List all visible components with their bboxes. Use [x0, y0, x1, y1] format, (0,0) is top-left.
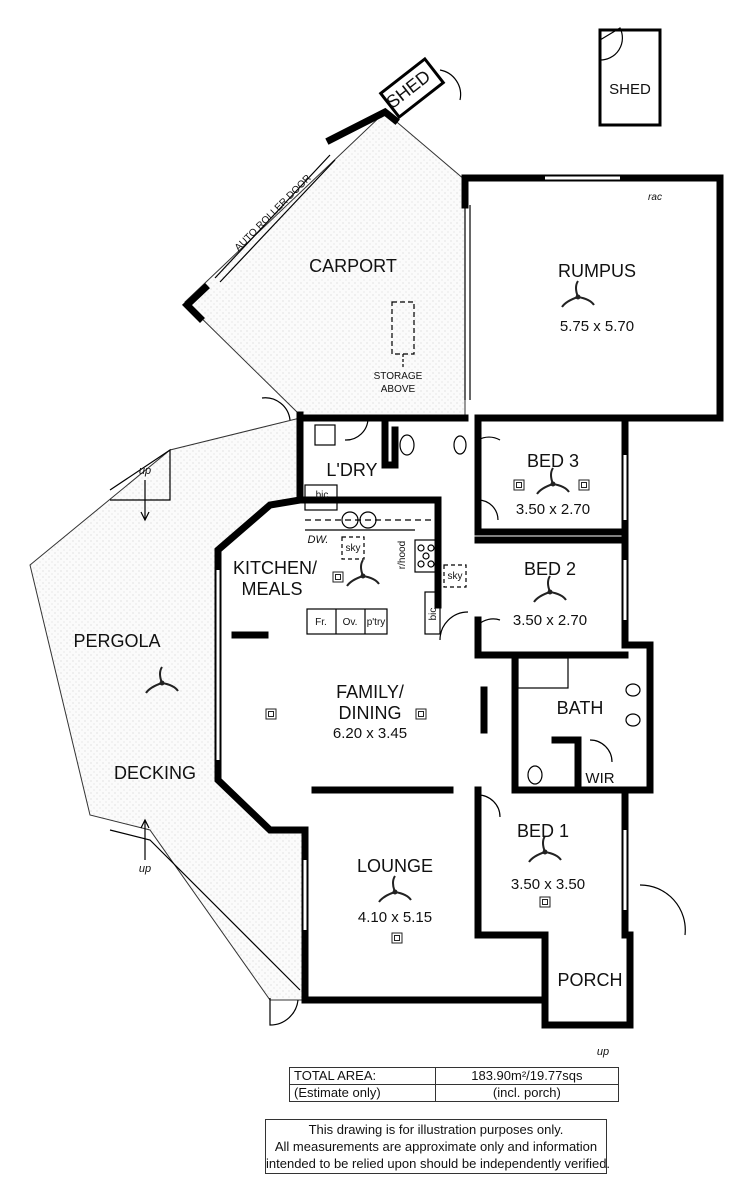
- ceiling-fan-icon: [561, 280, 595, 308]
- bed1-label: BED 1: [517, 821, 569, 841]
- lounge-label: LOUNGE: [357, 856, 433, 876]
- decking-label: DECKING: [114, 763, 196, 783]
- dishwasher-label: DW.: [308, 534, 329, 546]
- skylight-label: sky: [346, 543, 361, 554]
- ceiling-fan-icon: [533, 575, 567, 603]
- wir-label: WIR: [585, 770, 614, 787]
- light-icon: [332, 571, 344, 583]
- family-size: 6.20 x 3.45: [333, 725, 407, 742]
- disclaimer-line: This drawing is for illustration purpose…: [308, 1122, 564, 1137]
- fridge-label: Fr.: [315, 617, 327, 628]
- pantry-label: p'try: [367, 617, 386, 628]
- porch-label: PORCH: [557, 970, 622, 990]
- ceiling-fan-icon: [346, 559, 380, 587]
- stairs-up-label: up: [597, 1046, 609, 1058]
- total-area-value: 183.90m²/19.77sqs: [434, 1067, 620, 1085]
- carport-label: CARPORT: [309, 256, 397, 276]
- bed2-size: 3.50 x 2.70: [513, 612, 587, 629]
- total-area-label: TOTAL AREA:: [289, 1067, 436, 1085]
- kitchen-label: KITCHEN/: [233, 558, 317, 578]
- skylight-label: sky: [448, 571, 463, 582]
- bic-label: bic: [428, 608, 439, 621]
- light-icon: [265, 708, 277, 720]
- total-area-table: TOTAL AREA:183.90m²/19.77sqs (Estimate o…: [289, 1067, 620, 1102]
- estimate-label: (Estimate only): [289, 1084, 436, 1102]
- disclaimer-line: All measurements are approximate only an…: [274, 1139, 598, 1154]
- disclaimer-line: intended to be relied upon should be ind…: [266, 1156, 611, 1171]
- shed-right-label: SHED: [609, 81, 651, 98]
- rumpus-size: 5.75 x 5.70: [560, 318, 634, 335]
- bed2-label: BED 2: [524, 559, 576, 579]
- oven-label: Ov.: [343, 617, 358, 628]
- stairs-up-label: up: [139, 465, 151, 477]
- ceiling-fan-icon: [536, 467, 570, 495]
- family-label: FAMILY/: [336, 682, 404, 702]
- shed-left: [378, 56, 446, 120]
- pergola-label: PERGOLA: [73, 631, 160, 651]
- ceiling-fan-icon: [378, 875, 412, 903]
- bed3-size: 3.50 x 2.70: [516, 501, 590, 518]
- storage-label: STORAGE: [374, 371, 423, 382]
- incl-porch-note: (incl. porch): [434, 1084, 620, 1102]
- bed3-label: BED 3: [527, 451, 579, 471]
- storage-label: ABOVE: [381, 384, 416, 395]
- bed1-size: 3.50 x 3.50: [511, 876, 585, 893]
- light-icon: [513, 479, 525, 491]
- rumpus-label: RUMPUS: [558, 261, 636, 281]
- pergola-decking-area: [29, 417, 306, 1001]
- light-icon: [391, 932, 403, 944]
- shed-right: [598, 28, 662, 127]
- bic-label: bic: [316, 490, 329, 501]
- rac-label: rac: [648, 192, 662, 203]
- family-label: DINING: [339, 703, 402, 723]
- kitchen-label: MEALS: [241, 579, 302, 599]
- bath-label: BATH: [557, 698, 604, 718]
- light-icon: [539, 896, 551, 908]
- stairs-up-label: up: [139, 863, 151, 875]
- light-icon: [578, 479, 590, 491]
- lounge-size: 4.10 x 5.15: [358, 909, 432, 926]
- laundry-label: L'DRY: [326, 460, 377, 480]
- light-icon: [415, 708, 427, 720]
- disclaimer: This drawing is for illustration purpose…: [265, 1119, 611, 1174]
- rangehood-label: r/hood: [397, 541, 408, 569]
